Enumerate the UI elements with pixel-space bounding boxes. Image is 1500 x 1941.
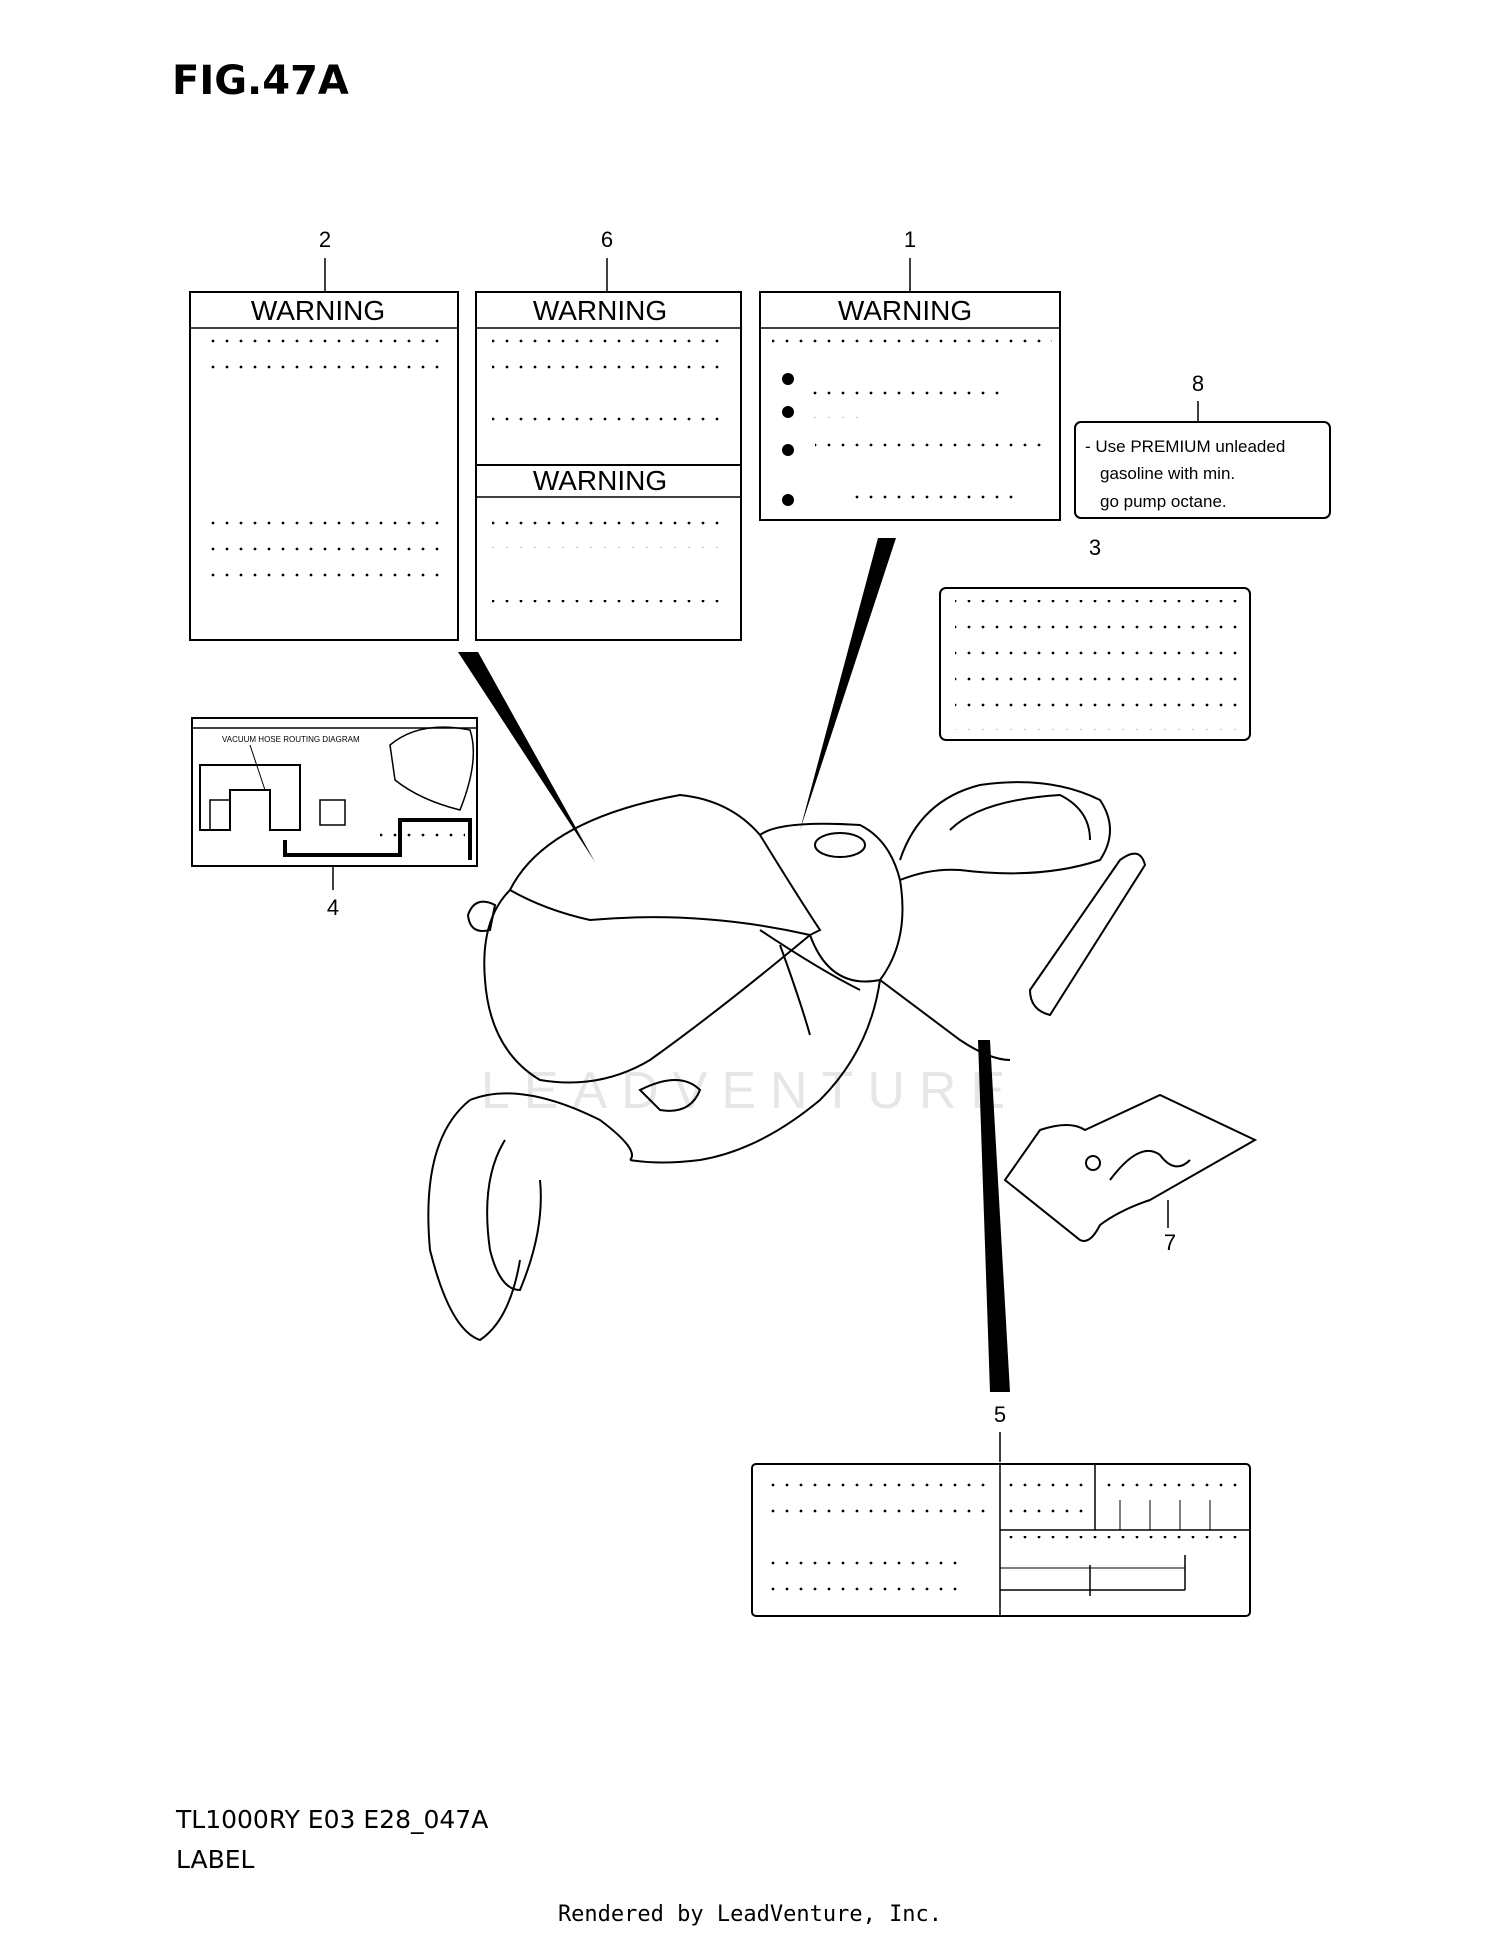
leader-label-5	[978, 1040, 1010, 1392]
warning-label-6-heading-2: WARNING	[533, 465, 667, 496]
label-5: 5	[751, 1402, 1251, 1617]
fuel-label-frame	[1074, 421, 1331, 519]
leader-label-2-6	[458, 652, 595, 862]
label-3: 3	[939, 535, 1251, 741]
fuel-label-line-2: gasoline with min.	[1100, 464, 1235, 483]
callout-8: 8	[1192, 371, 1204, 396]
callout-1: 1	[904, 227, 916, 252]
spec-label-5-frame	[751, 1463, 1251, 1617]
label-1: 1 WARNING	[759, 227, 1061, 521]
warning-label-6-heading: WARNING	[533, 295, 667, 326]
warning-label-1-heading: WARNING	[838, 295, 972, 326]
leader-label-1	[800, 538, 896, 830]
fuel-label-line-3: go pump octane.	[1100, 492, 1227, 511]
warning-label-1-frame	[759, 291, 1061, 521]
info-label-3-frame	[939, 587, 1251, 741]
motorcycle-outline	[427, 781, 1147, 1342]
callout-4: 4	[327, 895, 339, 920]
label-6: 6 WARNING WARNING	[475, 227, 742, 641]
label-8: 8 - Use PREMIUM unleaded gasoline with m…	[1074, 371, 1331, 519]
callout-2: 2	[319, 227, 331, 252]
label-4: VACUUM HOSE ROUTING DIAGRAM 4	[191, 717, 478, 920]
sticker-7	[1003, 1093, 1258, 1242]
vacuum-hose-label-frame	[191, 717, 478, 867]
label-7: 7	[1003, 1093, 1258, 1255]
footer-credit: Rendered by LeadVenture, Inc.	[557, 1902, 943, 1927]
figure-title: FIG.47A	[172, 58, 349, 104]
section-label: LABEL	[176, 1845, 255, 1874]
callout-3: 3	[1089, 535, 1101, 560]
watermark: LEADVENTURE	[481, 1062, 1019, 1120]
label-2: 2 WARNING	[189, 227, 459, 641]
callout-7: 7	[1164, 1230, 1176, 1255]
model-code: TL1000RY E03 E28_047A	[176, 1805, 489, 1834]
fuel-label-line-1: - Use PREMIUM unleaded	[1085, 437, 1285, 456]
warning-label-2-frame	[189, 291, 459, 641]
vacuum-hose-diagram-title: VACUUM HOSE ROUTING DIAGRAM	[222, 735, 360, 744]
callout-6: 6	[601, 227, 613, 252]
warning-label-2-heading: WARNING	[251, 295, 385, 326]
callout-5: 5	[994, 1402, 1006, 1427]
